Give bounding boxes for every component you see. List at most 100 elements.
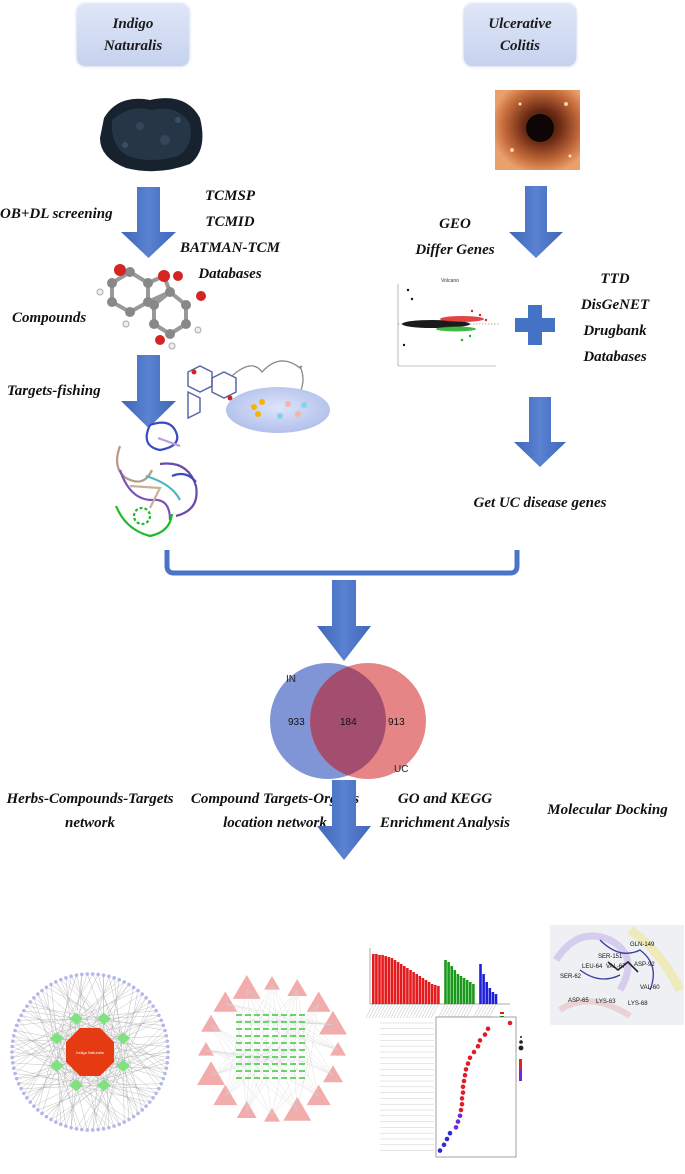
target-node [36,1108,40,1112]
protein-structure-image [114,421,198,538]
target-node [161,1023,166,1028]
kegg-dot-plot [380,1016,524,1158]
target-node [299,1014,305,1016]
target-node [236,1056,242,1058]
screening-label: OB+DL screening [0,206,113,222]
target-node [10,1039,15,1043]
target-node [10,1050,14,1054]
colitis-endoscopy-image [495,90,580,170]
go-bar [453,970,457,1004]
organ-node [306,1084,331,1106]
target-node [263,1056,269,1058]
target-node [299,1042,305,1044]
target-node [290,1056,296,1058]
target-node [299,1056,305,1058]
target-node [166,1055,170,1060]
target-node [136,1111,140,1116]
target-node [14,1076,19,1081]
target-node [236,1028,242,1030]
target-node [290,1063,296,1065]
target-node [122,980,126,984]
target-node [299,1077,305,1079]
go-bar-chart [365,948,510,1022]
geo-label: GEO [439,216,471,232]
targets-label: Targets-fishing [7,383,101,399]
go-bar [456,974,460,1004]
kegg-dot [463,1067,469,1072]
target-node [32,996,36,1000]
target-node [299,1028,305,1030]
target-node [151,1004,155,1008]
target-node [272,1042,278,1044]
go-bar [378,955,381,1004]
kegg-dot [485,1026,491,1032]
organ-node [213,1084,238,1106]
go-bar [375,954,378,1004]
target-node [16,1081,21,1086]
target-node [272,1035,278,1037]
organ-node [287,979,308,997]
target-node [127,1117,131,1122]
analysis-3-line2: Enrichment Analysis [380,815,510,831]
go-bar [396,962,400,1004]
target-node [263,1077,269,1079]
organ-node [197,1061,226,1086]
target-node [140,1108,144,1112]
arrow-compounds-targets [121,355,176,428]
target-node [28,1000,33,1004]
go-bar [450,966,453,1004]
target-node [101,1127,106,1131]
target-node [40,1111,44,1116]
target-node [85,972,90,976]
kegg-dot [458,1107,464,1113]
docking-residue-4: VAL-67 [606,964,626,970]
target-node [272,1028,278,1030]
analysis-2-line2: location network [223,815,327,831]
target-node [147,1000,152,1004]
docking-residue-3: LEU-64 [582,964,603,970]
organ-node [264,976,280,990]
target-node [14,1023,19,1028]
compound-node [96,1079,111,1092]
kegg-dot [471,1049,477,1055]
target-node [254,1063,260,1065]
target-node [245,1077,251,1079]
disease-box-label: Ulcerative Colitis [488,16,552,54]
target-node [69,1125,73,1130]
target-node [117,1122,122,1127]
go-bar [372,954,375,1004]
go-bar [387,957,391,1004]
target-node [157,1013,161,1018]
herb-db-1: TCMSP [204,188,255,204]
target-node [245,1063,251,1065]
target-node [163,1028,167,1033]
target-node [154,1091,158,1096]
target-node [131,985,136,990]
target-node [122,1120,126,1124]
target-node [44,1114,49,1119]
target-node [28,1100,33,1104]
target-node [101,973,106,977]
target-node [281,1028,287,1030]
target-node [254,1056,260,1058]
target-node [166,1050,170,1054]
kegg-dot [447,1130,453,1136]
target-node [32,1104,36,1108]
target-node [147,1100,152,1104]
target-node [164,1033,169,1038]
merge-bracket [164,550,520,576]
docking-residue-6: SER-62 [560,974,582,980]
organ-node [330,1042,346,1056]
target-node [54,980,58,984]
kegg-dot [444,1136,450,1142]
target-node [157,1086,161,1091]
target-node [281,1056,287,1058]
go-bar [465,980,469,1004]
target-node [245,1070,251,1072]
target-node [299,1021,305,1023]
compound-node [49,1032,64,1045]
target-node [263,1049,269,1051]
volcano-plot: Volcano [397,278,500,367]
target-node [85,1128,90,1132]
go-bar [447,962,450,1004]
